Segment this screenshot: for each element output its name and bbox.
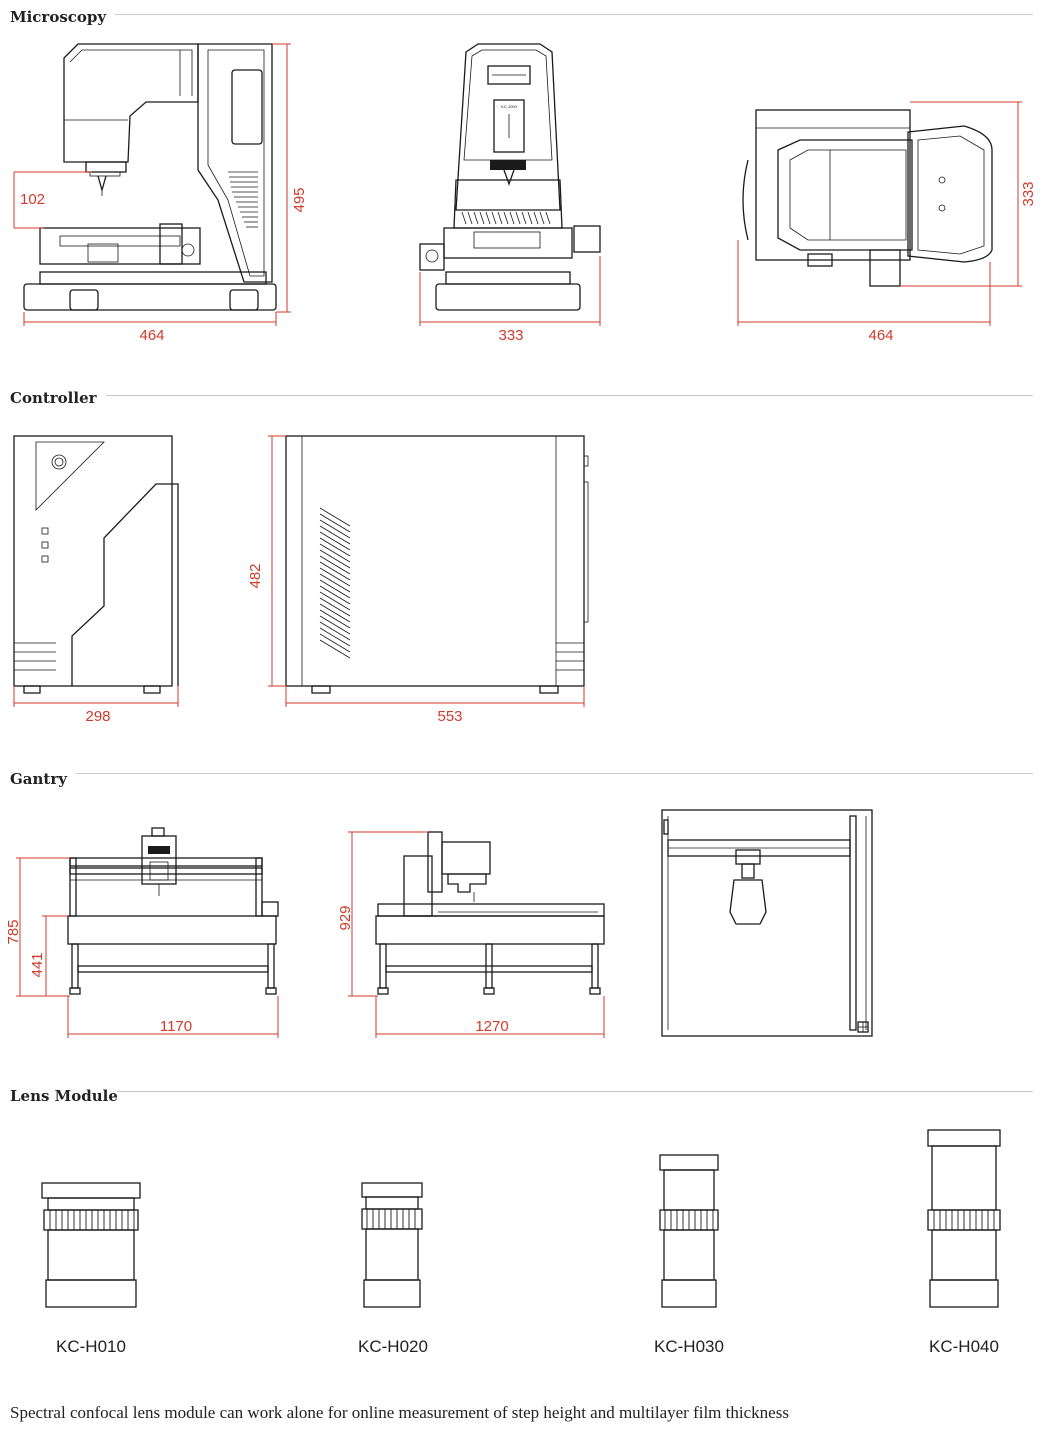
controller-side-view	[268, 435, 589, 707]
lens-label-kc-h030: KC-H030	[654, 1337, 724, 1356]
gantry-top-view	[661, 809, 873, 1037]
section-title-lens-module: Lens Module	[10, 1087, 118, 1105]
dim-gantry-side-height: 929	[337, 905, 354, 930]
dim-microscopy-top-width: 464	[868, 327, 893, 344]
dim-microscopy-front-width: 333	[498, 327, 523, 344]
dim-controller-front-width: 298	[85, 708, 110, 725]
lens-module-caption: Spectral confocal lens module can work a…	[10, 1403, 789, 1422]
lens-module-kc-h020	[361, 1182, 423, 1308]
microscopy-side-view	[13, 43, 291, 326]
lens-module-kc-h040	[927, 1129, 1001, 1308]
section-title-controller: Controller	[10, 389, 97, 407]
section-divider	[117, 1091, 1033, 1092]
dim-gantry-table-height: 441	[29, 952, 46, 977]
gantry-front-view	[16, 827, 279, 1038]
gantry-side-view	[348, 831, 605, 1038]
microscope-model-label: KC-1000	[501, 104, 518, 109]
dim-microscopy-working-height: 102	[20, 191, 45, 208]
dim-microscopy-side-width: 464	[139, 327, 164, 344]
lens-label-kc-h010: KC-H010	[56, 1337, 126, 1356]
dim-microscopy-height: 495	[291, 187, 308, 212]
section-title-gantry: Gantry	[10, 770, 67, 788]
dim-microscopy-top-depth: 333	[1020, 181, 1037, 206]
section-title-microscopy: Microscopy	[10, 8, 107, 26]
section-divider	[106, 395, 1033, 396]
microscopy-top-view	[737, 101, 1022, 326]
microscopy-front-view: KC-1000	[419, 43, 601, 326]
dim-controller-height: 482	[247, 563, 264, 588]
lens-label-kc-h040: KC-H040	[929, 1337, 999, 1356]
lens-module-kc-h010	[41, 1182, 141, 1308]
section-divider	[115, 14, 1033, 15]
lens-module-kc-h030	[659, 1154, 719, 1308]
dim-gantry-front-height: 785	[5, 919, 22, 944]
dim-gantry-side-width: 1270	[475, 1018, 508, 1035]
controller-front-view	[13, 435, 179, 707]
dim-gantry-front-width: 1170	[160, 1018, 192, 1035]
lens-label-kc-h020: KC-H020	[358, 1337, 428, 1356]
dim-controller-side-width: 553	[437, 708, 462, 725]
section-divider	[76, 773, 1033, 774]
